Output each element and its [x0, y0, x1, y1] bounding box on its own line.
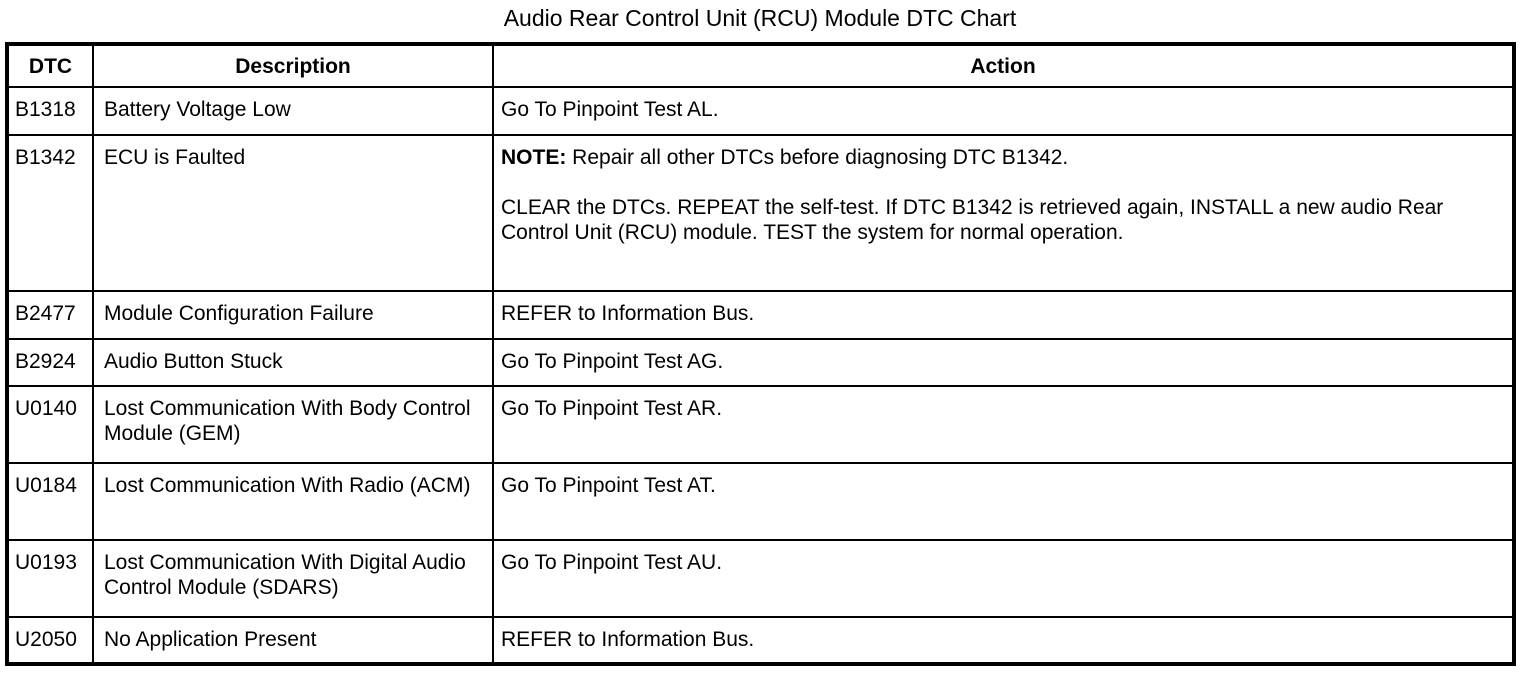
action-cell: REFER to Information Bus. — [492, 290, 1515, 340]
dtc-code-cell: U0193 — [6, 539, 94, 618]
action-paragraph: REFER to Information Bus. — [501, 301, 1469, 326]
action-text: Go To Pinpoint Test AR. — [501, 397, 723, 420]
description-cell: Lost Communication With Body Control Mod… — [92, 385, 494, 464]
action-text: Repair all other DTCs before diagnosing … — [572, 146, 1069, 169]
action-paragraph: Go To Pinpoint Test AR. — [501, 396, 1469, 421]
action-paragraph: Go To Pinpoint Test AL. — [501, 97, 1469, 122]
action-cell: Go To Pinpoint Test AU. — [492, 539, 1515, 618]
action-text: Go To Pinpoint Test AT. — [501, 474, 716, 497]
action-paragraph: Go To Pinpoint Test AG. — [501, 349, 1469, 374]
description-cell: Lost Communication With Radio (ACM) — [92, 462, 494, 541]
description-cell: Lost Communication With Digital Audio Co… — [92, 539, 494, 618]
description-cell: No Application Present — [92, 616, 494, 665]
page-title: Audio Rear Control Unit (RCU) Module DTC… — [503, 5, 1017, 31]
action-paragraph: CLEAR the DTCs. REPEAT the self-test. If… — [501, 195, 1469, 245]
action-text: CLEAR the DTCs. REPEAT the self-test. If… — [501, 196, 1444, 244]
column-header-dtc: DTC — [6, 43, 94, 88]
description-cell: Audio Button Stuck — [92, 338, 494, 387]
dtc-code-cell: U2050 — [6, 616, 94, 665]
action-paragraph: Go To Pinpoint Test AU. — [501, 550, 1469, 575]
action-cell: REFER to Information Bus. — [492, 616, 1515, 665]
dtc-code-cell: B2924 — [6, 338, 94, 387]
action-text: Go To Pinpoint Test AG. — [501, 350, 724, 373]
action-text: Go To Pinpoint Test AL. — [501, 98, 719, 121]
description-cell: Battery Voltage Low — [92, 86, 494, 136]
action-cell: Go To Pinpoint Test AL. — [492, 86, 1515, 136]
action-paragraph: Go To Pinpoint Test AT. — [501, 473, 1469, 498]
table-header-row: DTC Description Action — [6, 43, 1515, 88]
action-cell: NOTE: Repair all other DTCs before diagn… — [492, 134, 1515, 292]
description-cell: ECU is Faulted — [92, 134, 494, 292]
dtc-code-cell: B1342 — [6, 134, 94, 292]
dtc-code-cell: U0184 — [6, 462, 94, 541]
document-page: Audio Rear Control Unit (RCU) Module DTC… — [5, 5, 1516, 666]
action-text: REFER to Information Bus. — [501, 302, 755, 325]
column-header-action: Action — [492, 43, 1515, 88]
action-paragraph: REFER to Information Bus. — [501, 627, 1469, 652]
dtc-code-cell: U0140 — [6, 385, 94, 464]
action-cell: Go To Pinpoint Test AR. — [492, 385, 1515, 464]
description-cell: Module Configuration Failure — [92, 290, 494, 340]
action-text: Go To Pinpoint Test AU. — [501, 551, 723, 574]
action-cell: Go To Pinpoint Test AT. — [492, 462, 1515, 541]
action-text: REFER to Information Bus. — [501, 628, 755, 651]
dtc-code-cell: B1318 — [6, 86, 94, 136]
action-paragraph: NOTE: Repair all other DTCs before diagn… — [501, 145, 1469, 170]
dtc-code-cell: B2477 — [6, 290, 94, 340]
note-label: NOTE: — [501, 146, 567, 169]
action-cell: Go To Pinpoint Test AG. — [492, 338, 1515, 387]
column-header-description: Description — [92, 43, 494, 88]
